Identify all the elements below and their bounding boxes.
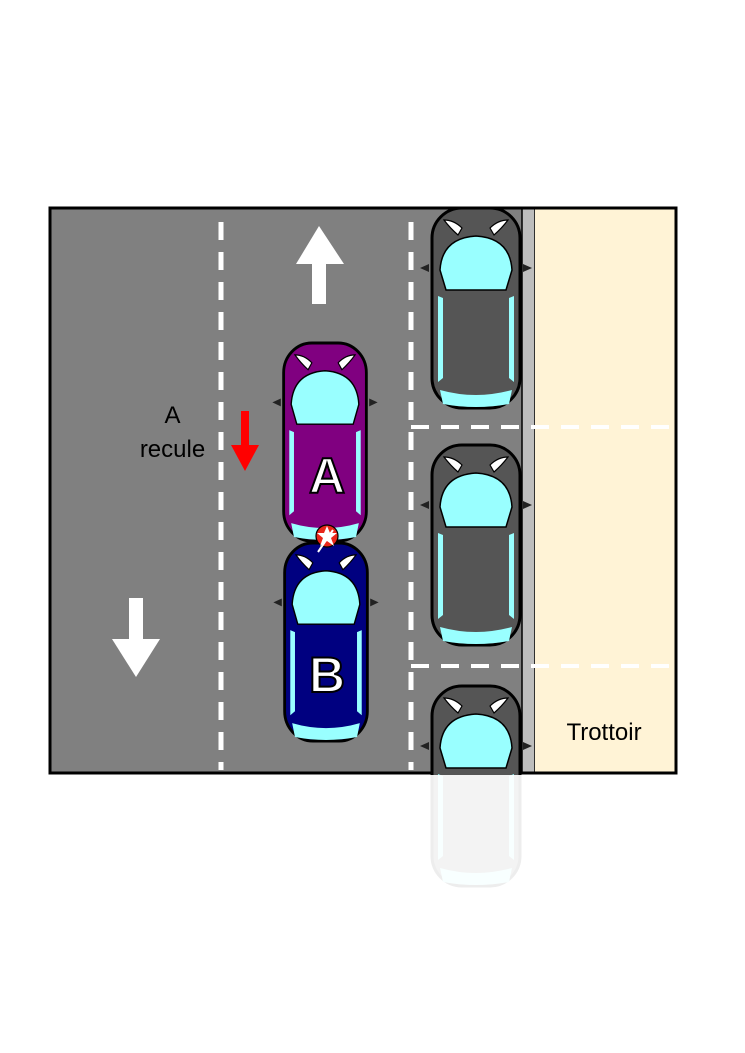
sidewalk	[535, 208, 676, 773]
car-b-letter: B	[309, 647, 345, 703]
curb	[521, 207, 536, 774]
direction-arrow-up-icon	[296, 226, 344, 304]
car-a-letter: A	[309, 448, 345, 504]
impact-marker-icon	[315, 524, 339, 553]
parked-car-middle	[418, 443, 534, 647]
car-a: A	[270, 341, 380, 543]
sidewalk-label: Trottoir	[566, 719, 642, 746]
reverse-arrow-icon	[231, 411, 259, 471]
direction-arrow-down-icon	[112, 598, 160, 677]
fade-overlay	[425, 775, 530, 900]
scene-frame	[48, 206, 678, 775]
action-label: A recule	[120, 399, 225, 467]
parked-car-top	[418, 206, 534, 410]
action-label-verb: recule	[139, 436, 206, 463]
action-label-car: A	[164, 402, 181, 429]
car-b: B	[271, 541, 381, 743]
